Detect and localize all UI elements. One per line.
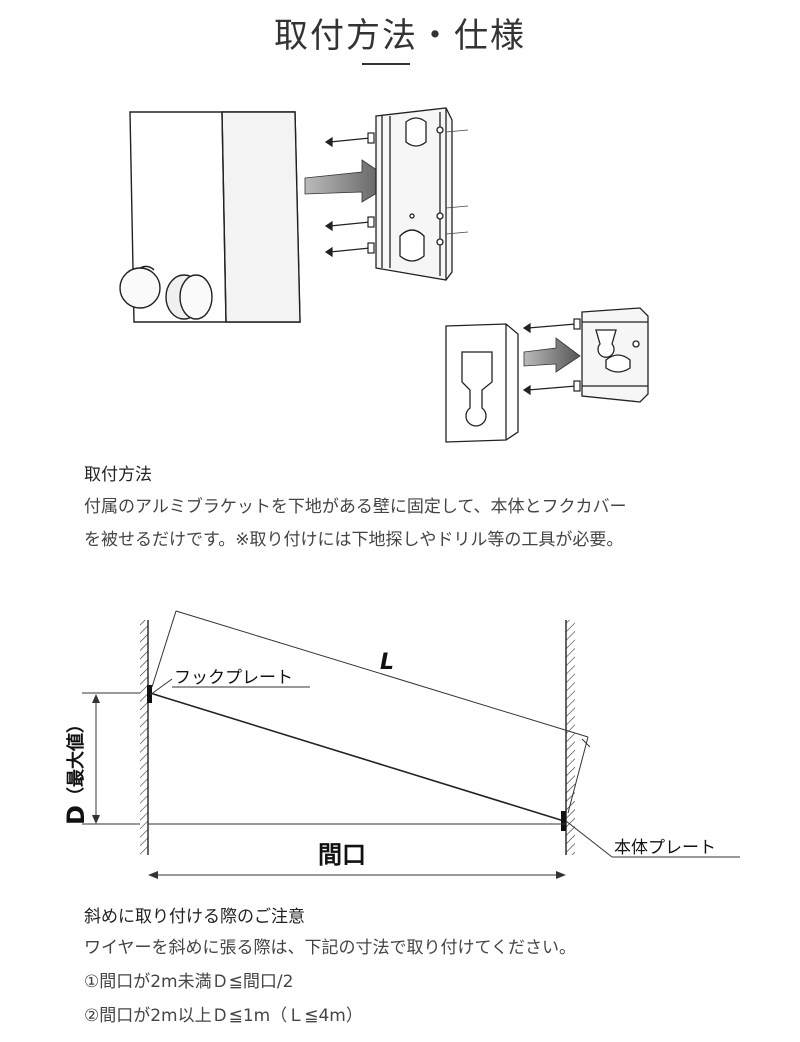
label-opening: 間口: [318, 841, 366, 869]
right-wall: [565, 620, 575, 855]
screw-icon: [522, 318, 581, 396]
label-D: D: [62, 805, 90, 825]
caution-heading: 斜めに取り付ける際のご注意: [84, 907, 305, 927]
caution-text-line-3: ②間口が2m以上Ｄ≦1m（Ｌ≦4m）: [84, 1006, 363, 1026]
screw-icon: [324, 132, 375, 258]
label-hook-plate: フックプレート: [174, 668, 293, 688]
title-underline: [362, 63, 410, 65]
label-body-plate: 本体プレート: [614, 838, 716, 858]
install-text-line-2: を被せるだけです。※取り付けには下地探しやドリル等の工具が必要。: [84, 530, 624, 550]
reel-body: [119, 111, 301, 323]
install-heading: 取付方法: [84, 465, 152, 485]
caution-text-line-1: ワイヤーを斜めに張る際は、下記の寸法で取り付けてください。: [84, 938, 576, 958]
install-text-line-1: 付属のアルミブラケットを下地がある壁に固定して、本体とフクカバー: [84, 497, 627, 517]
label-D-note: （最大値）: [65, 715, 87, 805]
page-title: 取付方法・仕様: [274, 16, 526, 56]
diagonal-installation-diagram: L フックプレート D （最大値） 間口 本体プレート: [62, 610, 740, 879]
label-L: L: [380, 650, 394, 675]
reel-cover: [445, 323, 519, 443]
installation-illustration: [119, 107, 649, 443]
caution-text-line-2: ①間口が2m未満Ｄ≦間口/2: [84, 972, 294, 992]
bracket-vertical: [375, 107, 453, 281]
left-wall: [140, 620, 149, 855]
bracket-horizontal: [581, 307, 649, 403]
arrow-icon: [523, 337, 581, 373]
